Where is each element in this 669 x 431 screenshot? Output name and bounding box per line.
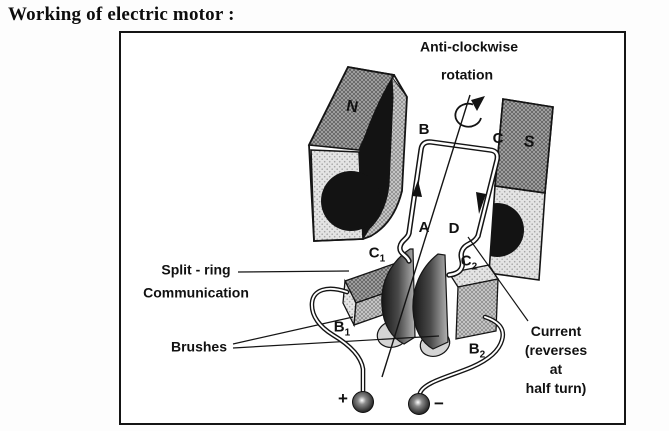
rotation-arrow-icon xyxy=(454,96,485,128)
armature-coil xyxy=(397,139,501,278)
label-coil-d: D xyxy=(448,220,460,238)
commutator-ring-c1 xyxy=(376,248,416,348)
brushes-leader-1 xyxy=(232,316,354,345)
label-brush-b1: B1 xyxy=(333,318,351,339)
label-south-pole: S xyxy=(522,132,536,152)
current-leader xyxy=(467,236,529,322)
motor-diagram-figure xyxy=(232,65,554,415)
negative-terminal-ball xyxy=(408,393,430,415)
brush-b2-block xyxy=(447,264,500,340)
current-arrow-down-icon xyxy=(476,192,486,214)
brushes-leader-2 xyxy=(232,335,440,349)
label-current-note: Current (reverses at half turn) xyxy=(524,323,588,396)
label-rotation-line2: rotation xyxy=(440,66,494,83)
label-positive-terminal: + xyxy=(338,389,348,409)
label-leader-lines xyxy=(232,236,529,349)
commutator-ring-c2 xyxy=(412,253,451,357)
label-ring-c2: C2 xyxy=(460,252,478,273)
label-negative-terminal: − xyxy=(434,394,444,414)
south-magnet xyxy=(488,98,554,281)
label-split-ring-line2: Communication xyxy=(143,284,249,301)
label-rotation-line1: Anti-clockwise xyxy=(419,38,519,55)
label-coil-a: A xyxy=(418,219,430,237)
label-split-ring-line1: Split - ring xyxy=(161,261,231,278)
north-magnet-pole-cavity xyxy=(321,171,381,231)
rotation-axis-line xyxy=(381,94,471,378)
label-coil-b: B xyxy=(418,121,430,139)
label-coil-c: C xyxy=(492,130,504,148)
label-ring-c1: C1 xyxy=(368,244,386,265)
current-arrow-up-icon xyxy=(412,180,422,197)
label-brush-b2: B2 xyxy=(468,340,486,361)
positive-terminal-ball xyxy=(352,391,374,413)
page-title: Working of electric motor : xyxy=(8,4,235,25)
motor-diagram-frame: Anti-clockwise rotation N S B C A D C1 C… xyxy=(119,31,626,425)
label-brushes: Brushes xyxy=(170,338,228,355)
south-magnet-pole-cavity xyxy=(489,203,524,257)
terminal-wires xyxy=(309,286,506,396)
north-magnet xyxy=(307,65,408,242)
split-ring-leader xyxy=(237,270,350,273)
